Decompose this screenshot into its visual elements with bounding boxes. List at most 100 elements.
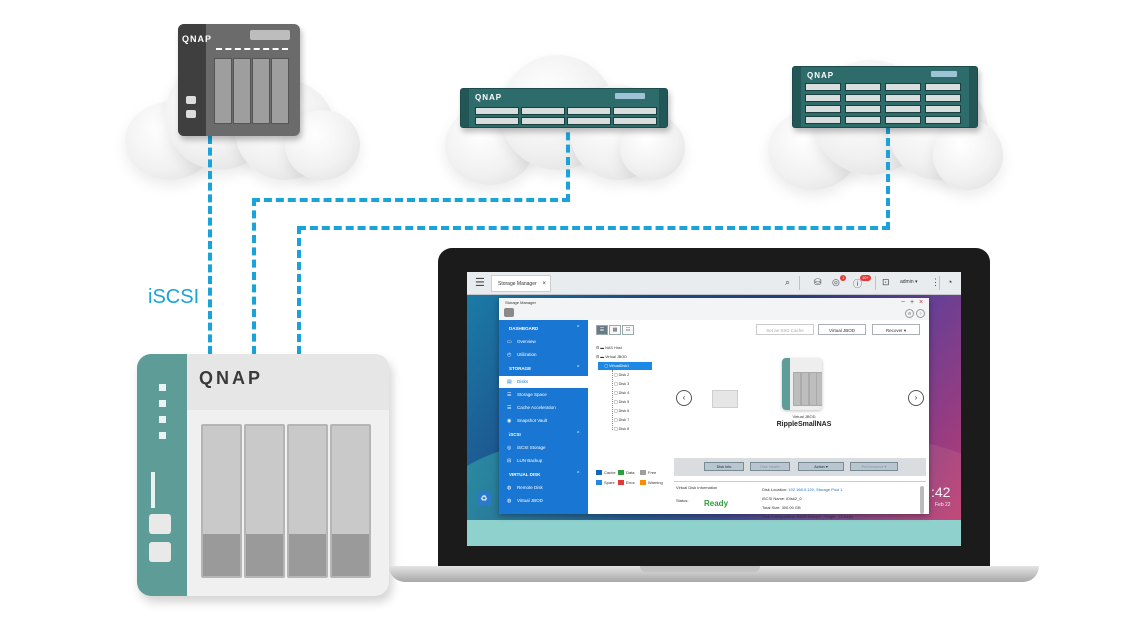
view-detail-icon[interactable]: ☷ [622, 325, 634, 335]
sidebar-item-disks[interactable]: ▤ Disks [499, 376, 588, 388]
overview-icon: ▭ [507, 339, 512, 345]
legend-spare: Spare [596, 480, 615, 486]
recover-button[interactable]: Recover ▾ [872, 324, 920, 335]
device-type: Virtual JBOD [792, 414, 816, 419]
tree-node-disk[interactable]: ▢ Disk 7 [614, 418, 630, 422]
tree-node-disk[interactable]: ▢ Disk 5 [614, 400, 630, 404]
chevron-up-icon[interactable]: ^ [577, 471, 580, 477]
info-heading: Virtual Disk Information [676, 485, 718, 490]
user-icon[interactable]: ⊡ [882, 277, 890, 287]
disk-health-button[interactable]: Disk Health [750, 462, 790, 471]
disk-legend: Cache Data Free Spare Error Warning [596, 470, 676, 490]
main-panel: ☰ ▦ ☷ Set as SSD Cache Virtual JBOD Reco… [588, 320, 929, 519]
cache-icon: ☰ [507, 405, 512, 411]
dashboard-gauge-icon[interactable]: ◔ [947, 277, 953, 287]
chevron-up-icon[interactable]: ^ [577, 431, 580, 437]
tree-node-disk[interactable]: ▢ Disk 8 [614, 427, 630, 431]
laptop-screen: ☰ Storage Manager × ⌕ ⛁ ◎ 1 ⓘ 10+ ⊡ admi… [467, 272, 961, 546]
tree-node-virtualdisk1[interactable]: ▢ VirtualDisk1 [598, 362, 652, 370]
window-titlebar[interactable]: Storage Manager − + × ⚙ ? [499, 298, 929, 321]
tree-node-disk[interactable]: ▢ Disk 6 [614, 409, 630, 413]
help-icon[interactable]: ? [916, 309, 925, 318]
utilization-icon: ◴ [507, 352, 512, 358]
user-menu[interactable]: admin ▾ [900, 279, 918, 285]
sidebar-section-iscsi[interactable]: iSCSI [509, 432, 521, 437]
tower-lcd [250, 30, 290, 40]
window-title: Storage Manager [505, 300, 536, 305]
disk-tree: ⊟ ▬ NAS Host ⊟ ▬ Virtual JBOD ▢ VirtualD… [596, 344, 664, 464]
set-ssd-cache-button[interactable]: Set as SSD Cache [756, 324, 814, 335]
status-label: Status: [676, 498, 689, 503]
legend-free: Free [640, 470, 656, 476]
main-menu-icon[interactable]: ☰ [475, 277, 485, 289]
disk-info-button[interactable]: Disk Info [704, 462, 744, 471]
desktop-clock: :42 [931, 484, 951, 500]
tab-close-icon[interactable]: × [542, 281, 546, 287]
desktop-date: Feb 22 [935, 502, 951, 508]
virtual-jbod-button[interactable]: Virtual JBOD [818, 324, 866, 335]
sidebar: DASHBOARD ^ ▭ Overview ◴ Utilization STO… [499, 320, 588, 514]
sidebar-section-storage[interactable]: STORAGE [509, 366, 532, 371]
remote-disk-icon: ◍ [507, 485, 512, 491]
sidebar-section-virtual-disk[interactable]: VIRTUAL DISK [509, 472, 541, 477]
sidebar-item-iscsi-storage[interactable]: ◎ iSCSI Storage [499, 442, 588, 454]
info-scrollbar[interactable] [920, 486, 924, 514]
tree-node-disk[interactable]: ▢ Disk 2 [614, 373, 630, 377]
rack1-logo: QNAP [475, 93, 503, 102]
link-right-down [886, 126, 890, 230]
chevron-up-icon[interactable]: ^ [577, 325, 580, 331]
close-icon[interactable]: × [919, 299, 924, 306]
sidebar-item-utilization[interactable]: ◴ Utilization [499, 349, 588, 361]
snapshot-icon: ◉ [507, 418, 512, 424]
sidebar-item-snapshot-vault[interactable]: ◉ Snapshot Vault [499, 415, 588, 427]
sidebar-item-cache-acceleration[interactable]: ☰ Cache Acceleration [499, 402, 588, 414]
tab-label: Storage Manager [498, 281, 537, 287]
sidebar-item-storage-space[interactable]: ☰ Storage Space [499, 389, 588, 401]
link-mid-down [566, 120, 570, 202]
action-menu-button[interactable]: Action ▾ [798, 462, 844, 471]
tower-nas-4bay: QNAP [137, 354, 389, 596]
search-icon[interactable]: ⌕ [785, 277, 791, 287]
sidebar-item-overview[interactable]: ▭ Overview [499, 336, 588, 348]
disks-icon: ▤ [507, 379, 512, 385]
tree-node-nas-host[interactable]: ⊟ ▬ NAS Host [596, 346, 622, 350]
next-device-button[interactable]: › [908, 390, 924, 406]
settings-icon[interactable]: ⚙ [905, 309, 914, 318]
tree-node-disk[interactable]: ▢ Disk 4 [614, 391, 630, 395]
view-list-icon[interactable]: ☰ [596, 325, 608, 335]
minimize-icon[interactable]: − [901, 299, 906, 306]
chevron-up-icon[interactable]: ^ [577, 365, 580, 371]
device-name: RippleSmallNAS [776, 421, 832, 428]
tree-node-disk[interactable]: ▢ Disk 3 [614, 382, 630, 386]
background-task-icon[interactable]: ⛁ [814, 277, 822, 287]
placeholder-device-image [712, 390, 738, 408]
tab-storage-manager[interactable]: Storage Manager × [491, 275, 551, 292]
legend-cache: Cache [596, 470, 616, 476]
tree-node-virtual-jbod[interactable]: ⊟ ▬ Virtual JBOD [596, 355, 627, 359]
maximize-icon[interactable]: + [910, 299, 915, 306]
rack2-logo: QNAP [807, 71, 835, 80]
performance-menu-button[interactable]: Performance ▾ [850, 462, 898, 471]
disk-location-ip-link[interactable]: 192.168.0.120 [788, 487, 814, 492]
link-tower-down [208, 136, 212, 354]
prev-device-button[interactable]: ‹ [676, 390, 692, 406]
sidebar-section-dashboard[interactable]: DASHBOARD [509, 326, 539, 331]
legend-warning: Warning [640, 480, 663, 486]
disk-location-pool-link[interactable]: , Storage Pool 1 [813, 487, 843, 492]
recycle-bin-icon[interactable]: ♻ [477, 492, 491, 506]
laptop-base [389, 566, 1039, 582]
sidebar-item-lun-backup[interactable]: ⊟ LUN Backup [499, 455, 588, 467]
external-device-icon[interactable]: ◎ [832, 277, 840, 287]
device-pane: ‹ Virtual JBOD RippleSmallNAS › [674, 344, 926, 460]
status-value: Ready [704, 499, 729, 508]
tower-nas: QNAP [178, 24, 300, 136]
sidebar-item-virtual-jbod[interactable]: ◍ Virtual JBOD [499, 495, 588, 507]
view-grid-icon[interactable]: ▦ [609, 325, 621, 335]
link-mid-to-nas [252, 198, 256, 354]
notification-badge: 10+ [860, 275, 871, 281]
notification-icon[interactable]: ⓘ [853, 279, 863, 289]
disk-configuration: Disk Configuration: RAID Group1 , Single… [762, 514, 854, 519]
more-options-icon[interactable]: ⋮ [931, 277, 940, 287]
sidebar-item-remote-disk[interactable]: ◍ Remote Disk [499, 482, 588, 494]
link-right-across [298, 226, 890, 230]
